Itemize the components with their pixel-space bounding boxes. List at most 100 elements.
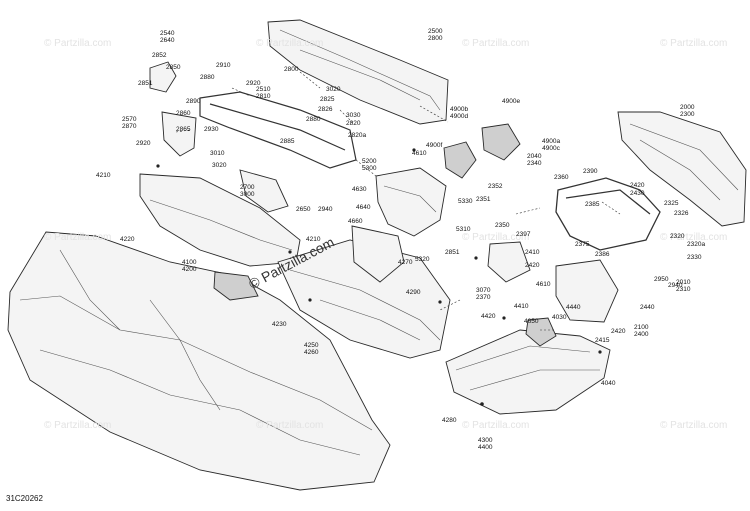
part-callout[interactable]: 4030 <box>552 314 566 321</box>
part-callout[interactable]: 2420 <box>611 328 625 335</box>
part-callout[interactable]: 2375 <box>575 241 589 248</box>
part-callout[interactable]: 2920 <box>136 140 150 147</box>
part-callout[interactable]: 2320a <box>687 241 705 248</box>
part-callout[interactable]: 4650 <box>524 318 538 325</box>
part-callout[interactable]: 4230 <box>272 321 286 328</box>
part-callout[interactable]: 2350 <box>495 222 509 229</box>
part-callout[interactable]: 4270 <box>398 259 412 266</box>
part-callout[interactable]: 5330 <box>458 198 472 205</box>
part-callout[interactable]: 4410 <box>514 303 528 310</box>
part-callout[interactable]: 2852 <box>152 52 166 59</box>
part-number: 4200 <box>182 266 197 273</box>
part-number: 4210 <box>96 172 111 179</box>
part-callout[interactable]: 2890 <box>186 98 200 105</box>
part-callout[interactable]: 2385 <box>585 201 599 208</box>
part-callout[interactable]: 2920 <box>246 80 260 87</box>
part-callout[interactable]: 2320 <box>670 233 684 240</box>
part-callout[interactable]: 4610 <box>536 281 550 288</box>
part-callout[interactable]: 2930 <box>204 126 218 133</box>
part-callout[interactable]: 2386 <box>595 251 609 258</box>
part-number: 4660 <box>348 218 363 225</box>
part-callout[interactable]: 2950 <box>654 276 668 283</box>
part-callout[interactable]: 4220 <box>120 236 134 243</box>
part-callout[interactable]: 2420 <box>630 182 644 189</box>
part-callout[interactable]: 2825 <box>320 96 334 103</box>
part-callout[interactable]: 4610 <box>412 150 426 157</box>
part-callout[interactable]: 3010 <box>210 150 224 157</box>
part-number: 2930 <box>204 126 219 133</box>
part-callout[interactable]: 4900e <box>502 98 520 105</box>
part-callout[interactable]: 3020 <box>326 86 340 93</box>
part-callout[interactable]: 2420 <box>525 262 539 269</box>
part-number: 2320a <box>687 241 706 248</box>
part-callout[interactable]: 2940 <box>668 282 682 289</box>
part-callout[interactable]: 2360 <box>554 174 568 181</box>
part-callout[interactable]: 2940 <box>318 206 332 213</box>
part-callout[interactable]: 4660 <box>348 218 362 225</box>
part-callout[interactable]: 2397 <box>516 231 530 238</box>
part-callout[interactable]: 2352 <box>488 183 502 190</box>
part-number: 2370 <box>476 294 491 301</box>
part-callout[interactable]: 2390 <box>583 168 597 175</box>
part-callout[interactable]: 4210 <box>306 236 320 243</box>
part-callout[interactable]: 4420 <box>481 313 495 320</box>
part-callout[interactable]: 4210 <box>96 172 110 179</box>
part-callout[interactable]: 5320 <box>415 256 429 263</box>
part-callout[interactable]: 2440 <box>640 304 654 311</box>
part-callout[interactable]: 2851 <box>445 249 459 256</box>
part-number: 2352 <box>488 183 503 190</box>
part-number: 3030 <box>346 112 361 119</box>
part-callout[interactable]: 2325 <box>664 200 678 207</box>
part-callout[interactable]: 2326 <box>674 210 688 217</box>
part-callout[interactable]: 4630 <box>352 186 366 193</box>
part-callout[interactable]: 5310 <box>456 226 470 233</box>
part-callout[interactable]: 2330 <box>687 254 701 261</box>
part-callout[interactable]: 2910 <box>216 62 230 69</box>
part-callout[interactable]: 2880 <box>306 116 320 123</box>
part-callout[interactable]: 2415 <box>595 337 609 344</box>
part-callout[interactable]: 4640 <box>356 204 370 211</box>
part-callout[interactable]: 2820a <box>348 132 366 139</box>
part-callout[interactable]: 2351 <box>476 196 490 203</box>
part-callout[interactable]: 2410 <box>525 249 539 256</box>
part-callout[interactable]: 4280 <box>442 417 456 424</box>
part-callout[interactable]: 2820 <box>346 120 360 127</box>
part-callout[interactable]: 2851 <box>138 80 152 87</box>
part-callout[interactable]: 2430 <box>630 190 644 197</box>
part-callout[interactable]: 2885 <box>280 138 294 145</box>
part-callout[interactable]: 4290 <box>406 289 420 296</box>
part-callout[interactable]: 3020 <box>212 162 226 169</box>
part-number: 2820 <box>346 120 361 127</box>
part-callout[interactable]: 2800 <box>284 66 298 73</box>
part-callout[interactable]: 3030 <box>346 112 360 119</box>
part-callout[interactable]: 2826 <box>318 106 332 113</box>
part-callout[interactable]: 2880 <box>200 74 214 81</box>
part-callout[interactable]: 2850 <box>166 64 180 71</box>
part-callout[interactable]: 2865 <box>176 126 190 133</box>
part-callout[interactable]: 2650 <box>296 206 310 213</box>
part-callout[interactable]: 2860 <box>176 110 190 117</box>
part-number: 2350 <box>495 222 510 229</box>
part-number: 2850 <box>166 64 181 71</box>
part-callout[interactable]: 4440 <box>566 304 580 311</box>
part-callout[interactable]: 4900f <box>426 142 442 149</box>
watermark: © Partzilla.com <box>256 420 324 431</box>
watermark: © Partzilla.com <box>44 420 112 431</box>
part-callout[interactable]: 4040 <box>601 380 615 387</box>
